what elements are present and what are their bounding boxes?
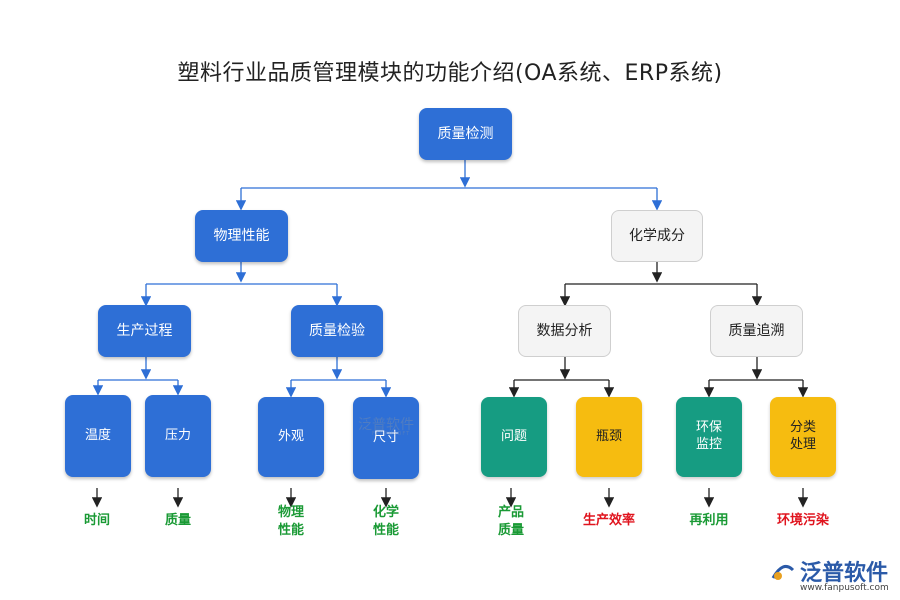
leaf-appearance: 外观 [258, 397, 324, 477]
node-quality-inspection: 质量检验 [291, 305, 383, 357]
output-pollution: 环境污染 [776, 513, 829, 528]
logo-url: www.fanpusoft.com [800, 583, 889, 593]
node-root-label: 质量检测 [437, 125, 494, 142]
node-data-analysis: 数据分析 [518, 305, 611, 357]
logo-name: 泛普软件 [800, 561, 889, 586]
leaf-pressure-label: 压力 [164, 427, 191, 443]
leaf-eco-monitor: 环保监控 [676, 397, 742, 477]
output-time: 时间 [83, 513, 110, 528]
watermark: 泛普软件 [358, 417, 414, 433]
leaf-problem: 问题 [481, 397, 547, 477]
output-chemical: 化学性能 [372, 505, 399, 538]
node-quality-trace: 质量追溯 [710, 305, 803, 357]
output-physical: 物理性能 [277, 505, 304, 538]
leaf-eco-monitor-label: 环保监控 [695, 420, 722, 452]
node-data-analysis-label: 数据分析 [536, 322, 593, 339]
output-reuse: 再利用 [689, 513, 729, 528]
output-product-quality: 产品质量 [497, 505, 524, 538]
node-physical: 物理性能 [195, 210, 288, 262]
node-root: 质量检测 [419, 108, 512, 160]
leaf-temperature: 温度 [65, 395, 131, 477]
watermark-sub: FANPUSOFT [372, 431, 411, 437]
node-quality-trace-label: 质量追溯 [728, 322, 785, 339]
leaf-problem-label: 问题 [500, 428, 527, 444]
diagram-title: 塑料行业品质管理模块的功能介绍(OA系统、ERP系统) [177, 61, 723, 86]
node-chemical: 化学成分 [611, 210, 703, 262]
leaf-dimension: 尺寸 [353, 397, 419, 479]
leaf-classify: 分类处理 [770, 397, 836, 477]
leaf-pressure: 压力 [145, 395, 211, 477]
logo-icon [771, 564, 795, 580]
leaf-classify-label: 分类处理 [789, 420, 816, 452]
brand-logo: 泛普软件 [770, 555, 888, 587]
node-physical-label: 物理性能 [213, 227, 270, 244]
node-chemical-label: 化学成分 [629, 227, 685, 244]
leaf-bottleneck: 瓶颈 [576, 397, 642, 477]
leaf-temperature-label: 温度 [84, 427, 111, 443]
node-production-process: 生产过程 [98, 305, 191, 357]
node-quality-inspection-label: 质量检验 [309, 322, 365, 339]
leaf-dimension-label: 尺寸 [372, 429, 399, 445]
node-production-process-label: 生产过程 [116, 322, 173, 339]
output-quality: 质量 [164, 513, 191, 528]
leaf-bottleneck-label: 瓶颈 [595, 428, 622, 444]
leaf-appearance-label: 外观 [277, 428, 304, 444]
output-efficiency: 生产效率 [582, 513, 635, 528]
